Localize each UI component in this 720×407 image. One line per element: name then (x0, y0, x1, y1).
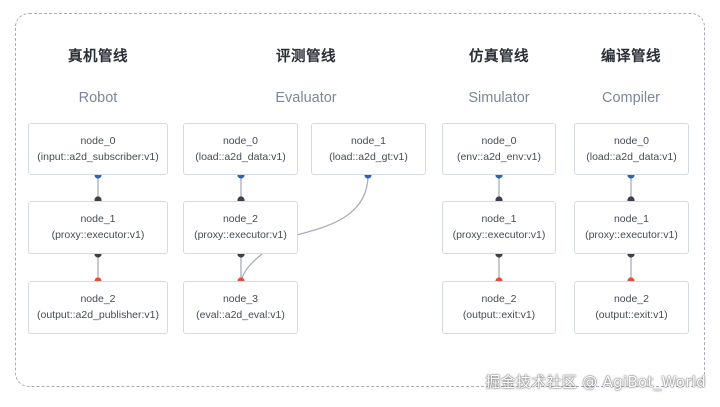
node-type: (proxy::executor:v1) (452, 229, 546, 241)
watermark-text: 掘金技术社区 @ AgiBot_World (485, 373, 706, 391)
node-type: (output::a2d_publisher:v1) (37, 309, 159, 321)
node-name: node_1 (350, 135, 387, 147)
node-name: node_2 (80, 293, 116, 305)
node-name: node_1 (481, 213, 517, 225)
compiler-node-1[interactable]: node_1 (proxy::executor:v1) (574, 201, 689, 254)
robot-pipeline-subtitle: Robot (78, 90, 118, 106)
compiler-node-2[interactable]: node_2 (output::exit:v1) (574, 281, 689, 334)
robot-node-1[interactable]: node_1 (proxy::executor:v1) (28, 201, 168, 254)
node-name: node_3 (222, 293, 259, 305)
evaluator-node-0[interactable]: node_0 (load::a2d_data:v1) (183, 123, 298, 175)
compiler-pipeline-title: 编译管线 (601, 49, 661, 65)
node-type: (proxy::executor:v1) (51, 229, 145, 241)
robot-pipeline-title: 真机管线 (68, 49, 128, 65)
link-eval-1-2 (296, 174, 369, 236)
pipelines-frame (15, 13, 705, 387)
node-name: node_2 (222, 213, 259, 225)
node-name: node_2 (481, 293, 517, 305)
node-type: (env::a2d_env:v1) (456, 151, 542, 163)
node-type: (load::a2d_data:v1) (586, 151, 677, 163)
node-name: node_0 (613, 135, 650, 147)
node-type: (output::exit:v1) (462, 309, 536, 321)
simulator-node-1[interactable]: node_1 (proxy::executor:v1) (442, 201, 556, 254)
node-name: node_0 (80, 135, 116, 147)
node-type: (output::exit:v1) (595, 309, 668, 321)
node-name: node_1 (613, 213, 650, 225)
robot-node-0[interactable]: node_0 (input::a2d_subscriber:v1) (28, 123, 168, 175)
link-eval-2-3-curve (240, 253, 263, 282)
node-name: node_2 (613, 293, 650, 305)
simulator-node-0[interactable]: node_0 (env::a2d_env:v1) (442, 123, 556, 175)
robot-node-2[interactable]: node_2 (output::a2d_publisher:v1) (28, 281, 168, 334)
simulator-pipeline-title: 仿真管线 (469, 49, 529, 65)
node-type: (input::a2d_subscriber:v1) (37, 151, 159, 163)
simulator-node-2[interactable]: node_2 (output::exit:v1) (442, 281, 556, 334)
evaluator-node-3[interactable]: node_3 (eval::a2d_eval:v1) (183, 281, 298, 334)
evaluator-node-1[interactable]: node_1 (load::a2d_gt:v1) (311, 123, 426, 175)
evaluator-node-2[interactable]: node_2 (proxy::executor:v1) (183, 201, 298, 254)
node-name: node_0 (481, 135, 517, 147)
evaluator-pipeline-title: 评测管线 (276, 49, 336, 65)
node-name: node_1 (80, 213, 116, 225)
node-type: (proxy::executor:v1) (194, 229, 287, 241)
node-type: (proxy::executor:v1) (585, 229, 678, 241)
simulator-pipeline-subtitle: Simulator (468, 90, 530, 106)
node-type: (load::a2d_data:v1) (195, 151, 286, 163)
compiler-node-0[interactable]: node_0 (load::a2d_data:v1) (574, 123, 689, 175)
compiler-pipeline-subtitle: Compiler (601, 90, 660, 106)
node-type: (load::a2d_gt:v1) (329, 151, 408, 163)
evaluator-pipeline-subtitle: Evaluator (275, 90, 337, 106)
node-name: node_0 (222, 135, 259, 147)
node-type: (eval::a2d_eval:v1) (196, 309, 285, 321)
